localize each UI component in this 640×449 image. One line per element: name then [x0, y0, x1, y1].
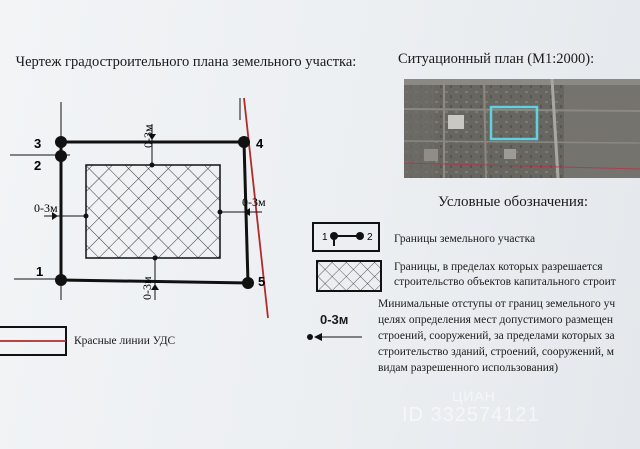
vertex-label: 5 — [258, 274, 265, 289]
red-line-uds — [243, 97, 269, 319]
vertex-label: 1 — [36, 264, 43, 279]
legend-offset-line: строений, сооружений, за пределами котор… — [378, 330, 615, 342]
legend-red-lines-label: Красные линии УДС — [74, 335, 176, 347]
land-plot-drawing: 3 2 4 5 1 0-3м 0-3м 0-3м 0-3м — [0, 97, 269, 356]
watermark-brand: ЦИАН — [452, 388, 496, 404]
offset-label-left: 0-3м — [34, 201, 58, 215]
legend-title: Условные обозначения: — [438, 194, 589, 210]
permitted-build-zone — [85, 164, 221, 259]
vertex-label: 3 — [34, 136, 41, 151]
vertex-5 — [242, 277, 254, 289]
vertex-3 — [55, 136, 67, 148]
legend-boundary-box: 1 2 — [312, 222, 380, 252]
offset-label-right: 0-3м — [242, 195, 266, 209]
watermark-id: ID 332574121 — [402, 404, 540, 426]
legend-build-zone-line1: Границы, в пределах которых разрешается — [394, 261, 603, 273]
vertex-2 — [55, 150, 67, 162]
plan-title: Чертеж градостроительного плана земельно… — [15, 54, 357, 70]
legend-offset-symbol-label: 0-3м — [320, 312, 349, 327]
legend-point-1: 1 — [322, 232, 328, 243]
situation-map-image — [404, 79, 640, 178]
situation-plan-title: Ситуационный план (М1:2000): — [398, 51, 595, 67]
legend-build-zone-box — [316, 260, 382, 292]
legend-offset-symbol — [307, 333, 362, 341]
legend-point-2: 2 — [367, 232, 373, 243]
legend-offset-line: строительство зданий, строений, сооружен… — [378, 346, 615, 358]
legend-build-zone-line2: строительство объектов капитального стро… — [394, 276, 616, 288]
land-plot-outline — [489, 105, 539, 141]
legend-offset-line: целях определения мест допустимого разме… — [378, 314, 614, 326]
legend-offset-line: видам разрешенного использования) — [378, 362, 559, 374]
vertex-label: 2 — [34, 158, 41, 173]
legend-boundary-label: Границы земельного участка — [394, 233, 536, 245]
legend-offset-line: Минимальные отступы от границ земельного… — [378, 298, 616, 310]
vertex-1 — [55, 274, 67, 286]
vertex-4 — [238, 136, 250, 148]
offset-label-bottom: 0-3м — [140, 276, 154, 300]
vertex-label: 4 — [256, 136, 264, 151]
watermark: ЦИАН ID 332574121 — [402, 388, 540, 427]
offset-label-top: 0-3м — [141, 124, 155, 148]
